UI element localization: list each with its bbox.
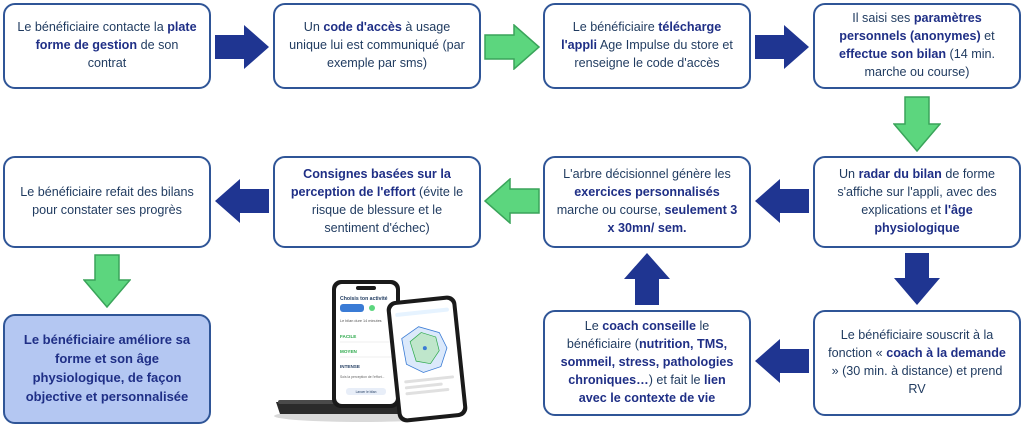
phone-right [386,295,468,423]
arrow-right-1 [215,25,269,69]
arrow-left-3 [215,179,269,223]
step-download-app: Le bénéficiaire télécharge l'appli Age I… [543,3,751,89]
phone-level-intense: INTENSE [340,364,360,369]
phone-intro-text: Le bilan dure 14 minutes [340,319,382,323]
arrow-right-3 [755,25,809,69]
phone-screen-title: Choisis ton activité [340,296,388,302]
step-access-code: Un code d'accès à usage unique lui est c… [273,3,481,89]
step-enter-parameters: Il saisi ses paramètres personnels (anon… [813,3,1021,89]
arrow-down-2 [83,254,131,308]
arrow-up-1 [624,253,670,305]
step-retest: Le bénéficiaire refait des bilans pour c… [3,156,211,248]
arrow-down-1 [893,96,941,152]
arrow-left-2 [484,178,540,224]
step-effort-instructions: Consignes basées sur la perception de l'… [273,156,481,248]
phone-level-medium: MOYEN [340,349,358,354]
phone-left: Choisis ton activité Le bilan dure 14 mi… [332,280,400,408]
step-radar-result: Un radar du bilan de forme s'affiche sur… [813,156,1021,248]
arrow-left-1 [755,179,809,223]
phone-illustration: Choisis ton activité Le bilan dure 14 mi… [274,280,468,423]
arrow-right-2 [484,24,540,70]
step-coach-subscription: Le bénéficiaire souscrit à la fonction «… [813,310,1021,416]
phone-level-easy: FACILE [340,334,356,339]
phone-start-button: Lancer le bilan [356,390,377,394]
arrow-down-3 [894,253,940,305]
arrow-left-4 [755,339,809,383]
step-contact-platform: Le bénéficiaire contacte la plate forme … [3,3,211,89]
step-personalized-exercises: L'arbre décisionnel génère les exercices… [543,156,751,248]
phone-note-text: Sois la perception de l'effort... [340,375,385,379]
step-coach-advice: Le coach conseille le bénéficiaire (nutr… [543,310,751,416]
step-final-improvement: Le bénéficiaire améliore sa forme et son… [3,314,211,424]
